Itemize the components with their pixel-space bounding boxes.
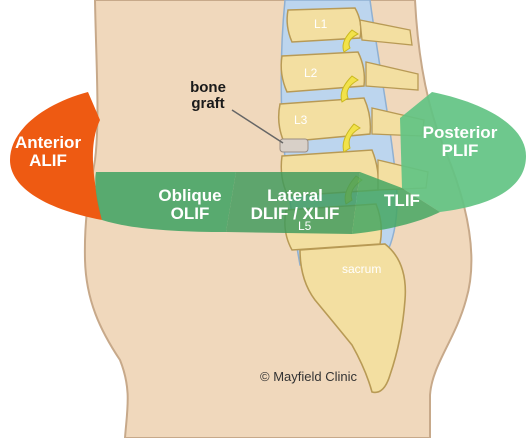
label-l1: L1 <box>314 17 328 31</box>
nerve-roots <box>340 29 363 205</box>
label-lateral-line1: Lateral <box>267 186 323 205</box>
vertebra-l3 <box>277 97 372 143</box>
label-tlif-text: TLIF <box>384 191 420 210</box>
label-anterior-alif: Anterior ALIF <box>8 134 88 170</box>
label-bone-graft: bone graft <box>176 80 240 112</box>
label-posterior-line2: PLIF <box>441 140 479 160</box>
label-oblique-line1: Oblique <box>158 186 222 205</box>
label-lateral-line2: DLIF / XLIF <box>250 203 340 223</box>
label-anterior-line2: ALIF <box>29 150 67 170</box>
lateral-dlif-xlif-segment <box>226 172 360 234</box>
label-l2: L2 <box>304 66 318 80</box>
posterior-plif-segment <box>400 92 526 212</box>
vertebra-l1 <box>286 7 362 43</box>
sacrum-bone <box>299 243 407 394</box>
label-tlif: TLIF <box>372 192 432 210</box>
label-bone-graft-line1: bone <box>190 79 226 96</box>
copyright-label: © Mayfield Clinic <box>260 369 357 384</box>
label-sacrum: sacrum <box>342 262 382 276</box>
label-oblique-olif: Oblique OLIF <box>150 187 230 223</box>
vertebra-l2 <box>280 51 366 93</box>
bone-graft-piece <box>279 138 309 153</box>
label-l5: L5 <box>298 219 312 233</box>
bone-graft-leader <box>231 109 284 144</box>
label-lateral-dlif-xlif: Lateral DLIF / XLIF <box>240 187 350 223</box>
anterior-alif-segment <box>10 92 102 220</box>
label-anterior-line1: Anterior <box>14 133 82 152</box>
label-posterior-plif: Posterior PLIF <box>412 124 508 160</box>
oblique-olif-segment <box>95 172 236 232</box>
tlif-segment <box>352 172 440 234</box>
label-bone-graft-line2: graft <box>191 94 225 112</box>
label-l3: L3 <box>294 113 308 127</box>
label-posterior-line1: Posterior <box>422 123 498 142</box>
label-oblique-line2: OLIF <box>170 203 210 223</box>
